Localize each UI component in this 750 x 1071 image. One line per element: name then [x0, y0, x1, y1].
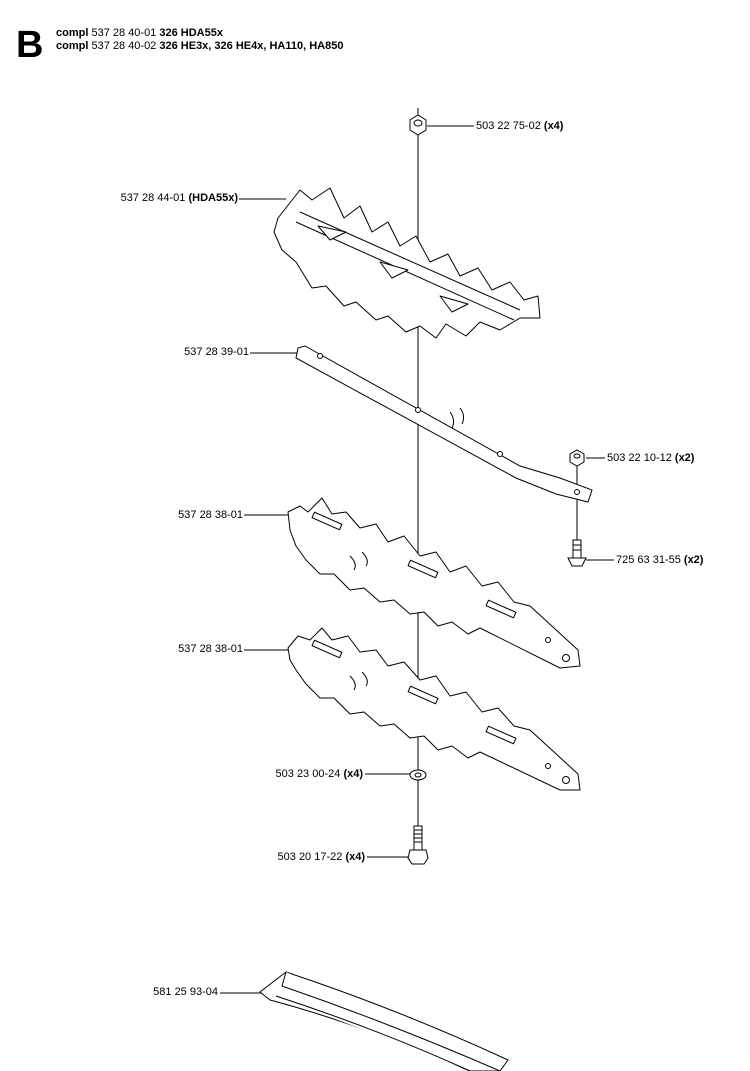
- cutting-blade-lower: [287, 627, 581, 791]
- upper-guard-part: [273, 187, 541, 339]
- part-label-537-28-38-01-b: 537 28 38-01: [178, 643, 243, 655]
- part-label-537-28-44-01: 537 28 44-01 (HDA55x): [120, 192, 238, 204]
- blade-protector-part: [259, 971, 509, 1071]
- part-label-581-25-93-04: 581 25 93-04: [153, 986, 218, 998]
- assembly-line-2: compl 537 28 40-02 326 HE3x, 326 HE4x, H…: [56, 40, 344, 52]
- washer-part: [409, 769, 427, 781]
- countersunk-screw: [567, 539, 587, 567]
- cutting-blade-upper: [287, 497, 581, 669]
- part-label-537-28-38-01-a: 537 28 38-01: [178, 509, 243, 521]
- part-label-537-28-39-01: 537 28 39-01: [184, 346, 249, 358]
- part-label-725-63-31-55: 725 63 31-55 (x2): [616, 554, 704, 566]
- nut-side: [569, 449, 585, 467]
- connecting-bar-part: [295, 345, 593, 503]
- part-label-503-22-75-02: 503 22 75-02 (x4): [476, 120, 564, 132]
- hex-bolt-part: [407, 825, 429, 865]
- part-label-503-20-17-22: 503 20 17-22 (x4): [277, 851, 365, 863]
- flange-nut-top: [409, 114, 427, 136]
- section-letter: B: [16, 24, 44, 66]
- part-label-503-23-00-24: 503 23 00-24 (x4): [275, 768, 363, 780]
- part-label-503-22-10-12: 503 22 10-12 (x2): [607, 452, 695, 464]
- assembly-line-1: compl 537 28 40-01 326 HDA55x: [56, 27, 223, 39]
